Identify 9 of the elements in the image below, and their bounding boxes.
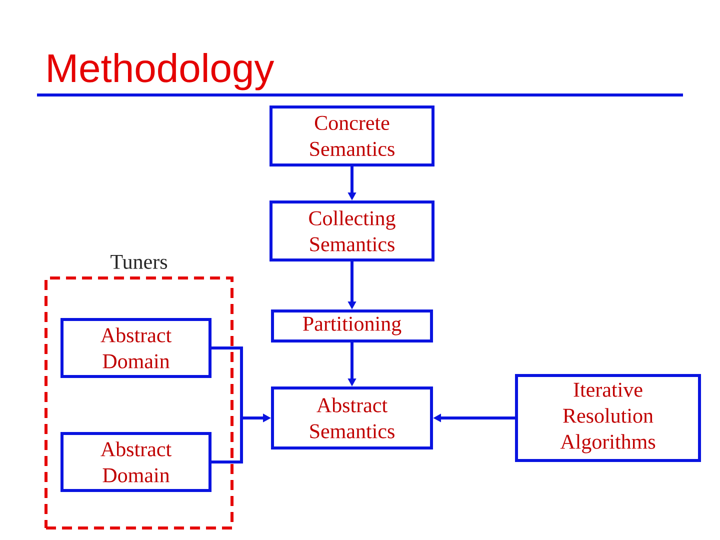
domain-box: Abstract Domain xyxy=(60,432,212,492)
process-box: Collecting Semantics xyxy=(270,200,434,262)
domain-box: Abstract Domain xyxy=(60,318,212,378)
process-box: Iterative Resolution Algorithms xyxy=(515,374,701,462)
process-box: Abstract Semantics xyxy=(271,386,433,450)
process-box: Partitioning xyxy=(271,310,433,342)
process-box: Concrete Semantics xyxy=(270,106,434,166)
node-label: Tuners xyxy=(110,255,168,269)
slide-title: Methodology xyxy=(48,53,274,90)
